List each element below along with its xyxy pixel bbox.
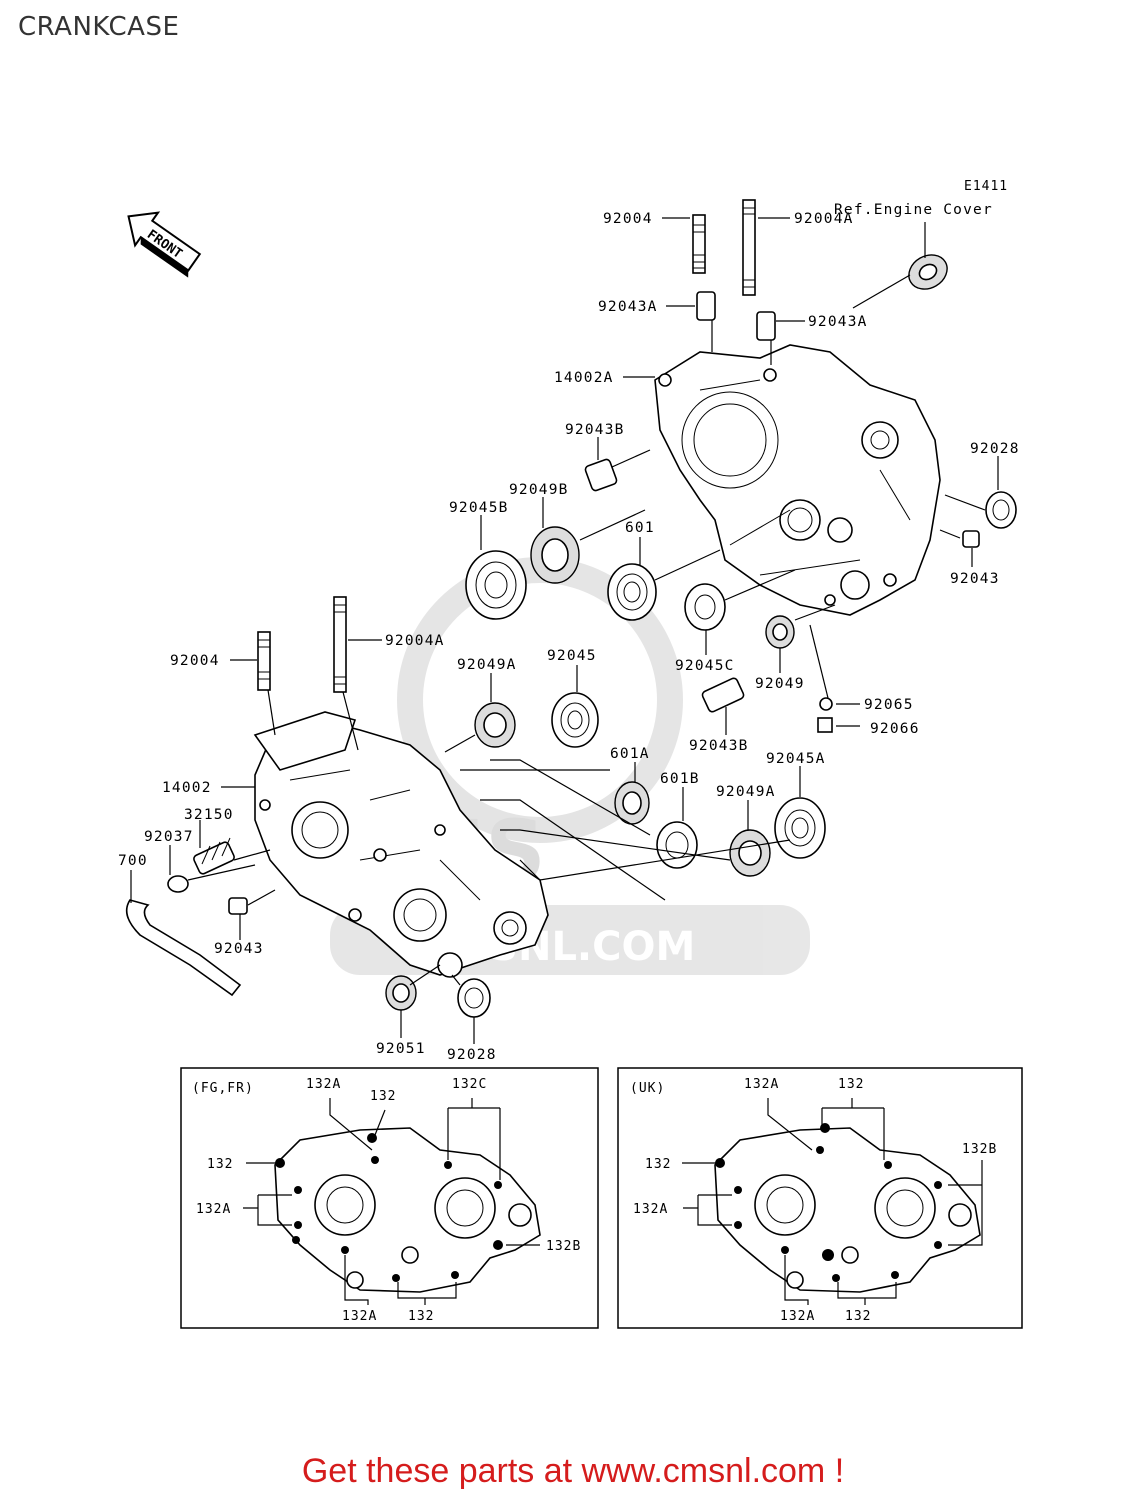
label-92045: 92045 bbox=[547, 648, 597, 664]
inset-uk-title: (UK) bbox=[630, 1081, 665, 1096]
inset-uk-label-132-top: 132 bbox=[838, 1077, 864, 1092]
page-title: CRANKCASE bbox=[18, 12, 180, 42]
label-14002A: 14002A bbox=[554, 370, 614, 386]
dowel-92043-left bbox=[228, 897, 248, 915]
label-92049A-top: 92049A bbox=[457, 657, 517, 673]
inset-fg-fr-title: (FG,FR) bbox=[192, 1081, 254, 1096]
label-92043-left: 92043 bbox=[214, 941, 264, 957]
label-92051: 92051 bbox=[376, 1041, 426, 1057]
dowel-92043A-left bbox=[696, 291, 716, 321]
label-92004-left: 92004 bbox=[170, 653, 220, 669]
stud-92004A-top bbox=[742, 199, 756, 296]
inset-fg-fr-label-132A-bottom: 132A bbox=[342, 1309, 377, 1324]
label-92037: 92037 bbox=[144, 829, 194, 845]
label-92004A-top: 92004A bbox=[794, 211, 854, 227]
part-labels: 92004 92004A 92043A 92043A 14002A 92043B… bbox=[118, 211, 1020, 1063]
seal-ref-engine-cover bbox=[908, 254, 948, 290]
label-32150: 32150 bbox=[184, 807, 234, 823]
label-92049A-mid: 92049A bbox=[716, 784, 776, 800]
seal-92049 bbox=[765, 615, 795, 649]
collar-92028-right bbox=[985, 491, 1017, 529]
bearing-601B bbox=[656, 821, 698, 869]
inset-uk-label-132-bottom: 132 bbox=[845, 1309, 871, 1324]
cta-link[interactable]: Get these parts at www.cmsnl.com ! bbox=[301, 1452, 845, 1490]
stud-92004-top bbox=[692, 214, 706, 274]
dowel-92043B-top bbox=[584, 458, 618, 492]
dowel-92043A-right bbox=[756, 311, 776, 341]
bearing-92045A bbox=[774, 797, 826, 859]
washer-92065 bbox=[819, 697, 833, 711]
leader-lines bbox=[130, 217, 999, 1044]
inset-fg-fr-label-132C: 132C bbox=[452, 1077, 487, 1092]
fitting-32150 bbox=[193, 837, 235, 875]
plug-92066 bbox=[817, 717, 833, 733]
label-92045B: 92045B bbox=[449, 500, 509, 516]
bearing-92045B bbox=[465, 550, 527, 620]
label-92043-right: 92043 bbox=[950, 571, 1000, 587]
inset-uk-label-132-left: 132 bbox=[645, 1157, 671, 1172]
inset-uk-labels: 132A 132 132B 132 132A 132A 132 bbox=[633, 1077, 997, 1324]
inset-fg-fr-label-132-top: 132 bbox=[370, 1089, 396, 1104]
inset-fg-fr-label-132A-left: 132A bbox=[196, 1202, 231, 1217]
label-601: 601 bbox=[625, 520, 655, 536]
crankcase-right-half bbox=[654, 344, 941, 616]
stud-92004A-left bbox=[333, 596, 347, 693]
stud-92004-left bbox=[257, 631, 271, 691]
label-92045A: 92045A bbox=[766, 751, 826, 767]
seal-92051 bbox=[385, 975, 417, 1011]
ref-engine-cover-note: Ref.Engine Cover bbox=[834, 202, 993, 218]
collar-92028-bottom bbox=[457, 978, 491, 1018]
clip-92037 bbox=[167, 875, 189, 893]
label-601B: 601B bbox=[660, 771, 700, 787]
inset-uk-label-132B: 132B bbox=[962, 1142, 997, 1157]
label-92045C: 92045C bbox=[675, 658, 735, 674]
inset-uk-label-132A-left: 132A bbox=[633, 1202, 668, 1217]
label-92049B: 92049B bbox=[509, 482, 569, 498]
inset-uk-label-132A-bottom: 132A bbox=[780, 1309, 815, 1324]
inset-fg-fr-label-132B: 132B bbox=[546, 1239, 581, 1254]
label-92043B-top: 92043B bbox=[565, 422, 625, 438]
inset-fg-fr-label-132-left: 132 bbox=[207, 1157, 233, 1172]
seal-92049A-mid bbox=[729, 829, 771, 877]
seal-92049A-top bbox=[474, 702, 516, 748]
front-arrow-icon: FRONT bbox=[127, 211, 202, 278]
dowel-92043B-mid bbox=[701, 677, 745, 713]
label-700: 700 bbox=[118, 853, 148, 869]
label-92066: 92066 bbox=[870, 721, 920, 737]
exploded-parts-diagram: CMS CMSNL.COM E1411 Ref.Engine Cover FRO… bbox=[118, 179, 1023, 1329]
bearing-92045C bbox=[684, 583, 726, 631]
bearing-601 bbox=[607, 563, 657, 621]
dowel-92043-right bbox=[962, 530, 980, 548]
inset-fg-fr-label-132-bottom: 132 bbox=[408, 1309, 434, 1324]
inset-uk-label-132A-top: 132A bbox=[744, 1077, 779, 1092]
inset-fg-fr-labels: 132A 132 132C 132 132A 132B 132A 132 bbox=[196, 1077, 581, 1324]
label-92049: 92049 bbox=[755, 676, 805, 692]
diagram-code: E1411 bbox=[964, 179, 1008, 194]
crankcase-left-half bbox=[253, 711, 549, 978]
label-92028-bottom: 92028 bbox=[447, 1047, 497, 1063]
inset-uk: (UK) 132A 132 132B 132 132A 132A 132 bbox=[617, 1067, 1023, 1329]
label-92004-top: 92004 bbox=[603, 211, 653, 227]
label-601A: 601A bbox=[610, 746, 650, 762]
label-14002: 14002 bbox=[162, 780, 212, 796]
label-92043A-right: 92043A bbox=[808, 314, 868, 330]
inset-fg-fr-label-132A-top: 132A bbox=[306, 1077, 341, 1092]
label-92065: 92065 bbox=[864, 697, 914, 713]
hose-700 bbox=[125, 899, 242, 997]
label-92043A-left: 92043A bbox=[598, 299, 658, 315]
bearing-92045 bbox=[551, 692, 599, 748]
seal-92049B bbox=[530, 526, 580, 584]
label-92004A-left: 92004A bbox=[385, 633, 445, 649]
label-92043B-mid: 92043B bbox=[689, 738, 749, 754]
inset-fg-fr: (FG,FR) 132A 132 132C 132 132A 132B 132A bbox=[180, 1067, 599, 1329]
label-92028-right: 92028 bbox=[970, 441, 1020, 457]
